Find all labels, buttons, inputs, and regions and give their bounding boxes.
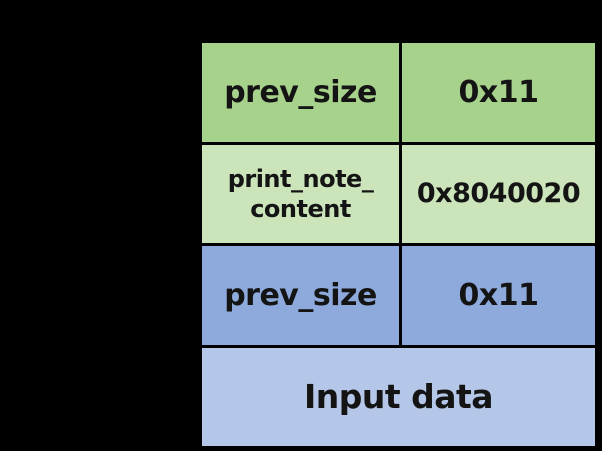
value-cell-0x11-blue: 0x11 bbox=[402, 246, 595, 345]
field-cell-prev-size-green: prev_size bbox=[202, 43, 399, 142]
field-cell-prev-size-blue: prev_size bbox=[202, 246, 399, 345]
input-data-cell: Input data bbox=[202, 347, 595, 446]
field-cell-print-note-content: print_note_ content bbox=[202, 144, 399, 243]
heap-memory-table: prev_size 0x11 print_note_ content 0x804… bbox=[199, 40, 598, 449]
value-cell-0x8040020: 0x8040020 bbox=[402, 144, 595, 243]
value-cell-0x11-green: 0x11 bbox=[402, 43, 595, 142]
